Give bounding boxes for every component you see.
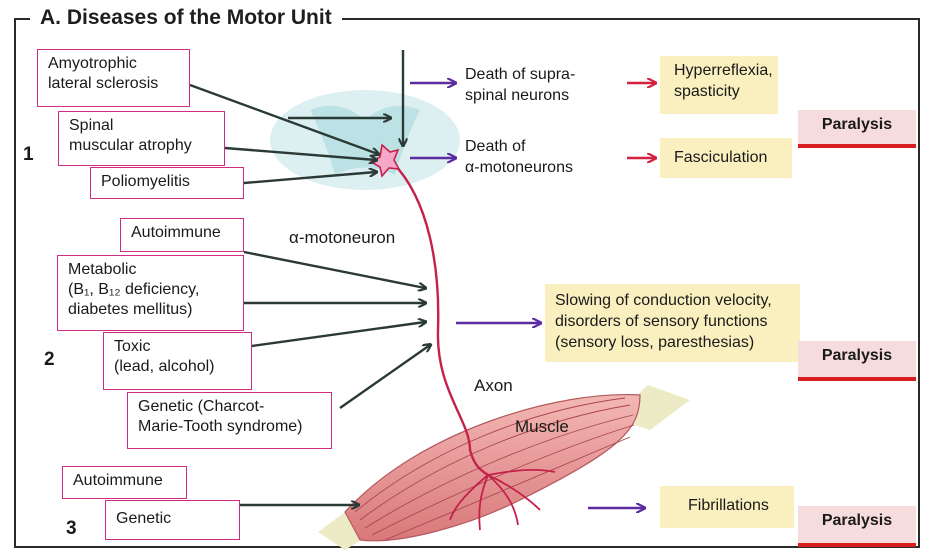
cause-spinal-muscular-atrophy: Spinal muscular atrophy xyxy=(58,111,225,166)
muscle-belly xyxy=(318,385,690,550)
group-number-2: 2 xyxy=(44,349,55,371)
symptom-hyperreflexia-spasticity: Hyperreflexia, spasticity xyxy=(660,56,778,114)
symptom-fibrillations: Fibrillations xyxy=(660,486,794,528)
symptom-conduction-slowing: Slowing of conduction velocity, disorder… xyxy=(545,284,800,362)
label-muscle: Muscle xyxy=(515,416,569,437)
outcome-paralysis-1: Paralysis xyxy=(798,110,916,148)
label-axon: Axon xyxy=(474,375,513,396)
cause-poliomyelitis: Poliomyelitis xyxy=(90,167,244,199)
group-number-3: 3 xyxy=(66,518,77,540)
consequence-motoneuron-death: Death of α-motoneurons xyxy=(465,136,573,178)
symptom-arrows xyxy=(627,83,655,158)
symptom-fasciculation: Fasciculation xyxy=(660,138,792,178)
consequence-supraspinal-death: Death of supra- spinal neurons xyxy=(465,64,575,106)
label-alpha-motoneuron: α-motoneuron xyxy=(289,227,395,248)
spinal-cord-section xyxy=(270,90,460,190)
group-number-1: 1 xyxy=(23,144,34,166)
cause-autoimmune-axon: Autoimmune xyxy=(120,218,244,252)
cause-genetic-charcot-marie-tooth: Genetic (Charcot- Marie-Tooth syndrome) xyxy=(127,392,332,449)
cause-amyotrophic-lateral-sclerosis: Amyotrophic lateral sclerosis xyxy=(37,49,190,107)
outcome-paralysis-2: Paralysis xyxy=(798,341,916,381)
outcome-paralysis-3: Paralysis xyxy=(798,506,916,547)
cause-metabolic: Metabolic (B₁, B₁₂ deficiency, diabetes … xyxy=(57,255,244,331)
cause-autoimmune-muscle: Autoimmune xyxy=(62,466,187,499)
cause-toxic: Toxic (lead, alcohol) xyxy=(103,332,252,390)
cause-genetic-muscle: Genetic xyxy=(105,500,240,540)
